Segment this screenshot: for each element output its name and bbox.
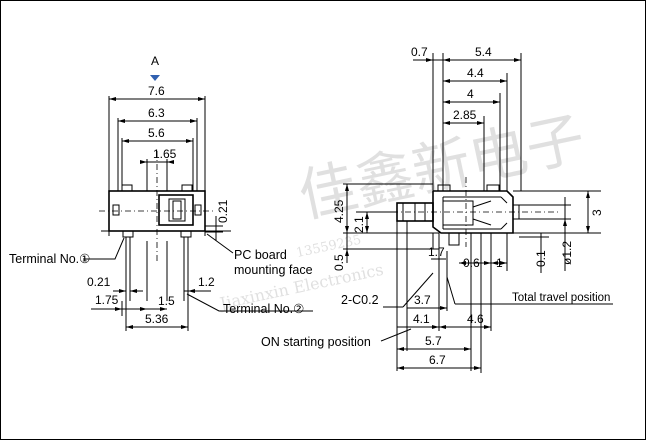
dim-5.4: 5.4 — [475, 45, 492, 59]
dim-5.7: 5.7 — [425, 334, 442, 348]
dim-1.65: 1.65 — [153, 147, 177, 161]
dim-5.36: 5.36 — [145, 312, 169, 326]
watermark-phone: 13559235 — [295, 233, 363, 261]
label-pc-board-2: mounting face — [234, 263, 313, 277]
view-arrow-head — [150, 75, 160, 81]
label-chamfer: 2-C0.2 — [341, 293, 379, 307]
dim-0.5: 0.5 — [332, 254, 346, 271]
dim-0.21-bottom: 0.21 — [87, 275, 111, 289]
view-marker: A — [150, 54, 160, 81]
label-pc-board-1: PC board — [234, 248, 287, 262]
dim-4.4: 4.4 — [467, 66, 484, 80]
dim-6.3: 6.3 — [148, 106, 165, 120]
dim-7.6: 7.6 — [148, 84, 165, 98]
dim-0.21-right: 0.21 — [216, 199, 230, 223]
label-terminal-2: Terminal No.② — [223, 302, 304, 316]
dim-1: 1 — [496, 256, 503, 270]
label-total-travel: Total travel position — [512, 292, 610, 304]
dim-0.7: 0.7 — [411, 45, 428, 59]
label-terminal-1: Terminal No.① — [9, 252, 90, 266]
dim-4.6: 4.6 — [467, 312, 484, 326]
dim-phi-1.2: ø1.2 — [560, 241, 574, 265]
dim-4.1: 4.1 — [413, 312, 430, 326]
dim-0.6: 0.6 — [463, 256, 480, 270]
dim-4: 4 — [467, 87, 474, 101]
front-view: 7.6 6.3 5.6 1.65 — [9, 84, 313, 331]
label-on-starting: ON starting position — [261, 335, 371, 349]
dim-2.1: 2.1 — [352, 216, 366, 233]
dim-0.1: 0.1 — [534, 250, 548, 267]
dim-1.75: 1.75 — [95, 293, 119, 307]
dim-6.7: 6.7 — [429, 353, 446, 367]
dim-1.5: 1.5 — [158, 294, 175, 308]
side-view: 0.7 5.4 4.4 4 2.85 — [261, 45, 613, 373]
dim-1.7: 1.7 — [428, 245, 445, 259]
dim-3: 3 — [590, 209, 604, 216]
view-marker-label: A — [151, 54, 159, 68]
dim-4.25: 4.25 — [332, 199, 346, 223]
dim-1.2: 1.2 — [198, 275, 215, 289]
dim-2.85: 2.85 — [453, 108, 477, 122]
dim-5.6: 5.6 — [148, 126, 165, 140]
dim-3.7: 3.7 — [414, 293, 431, 307]
